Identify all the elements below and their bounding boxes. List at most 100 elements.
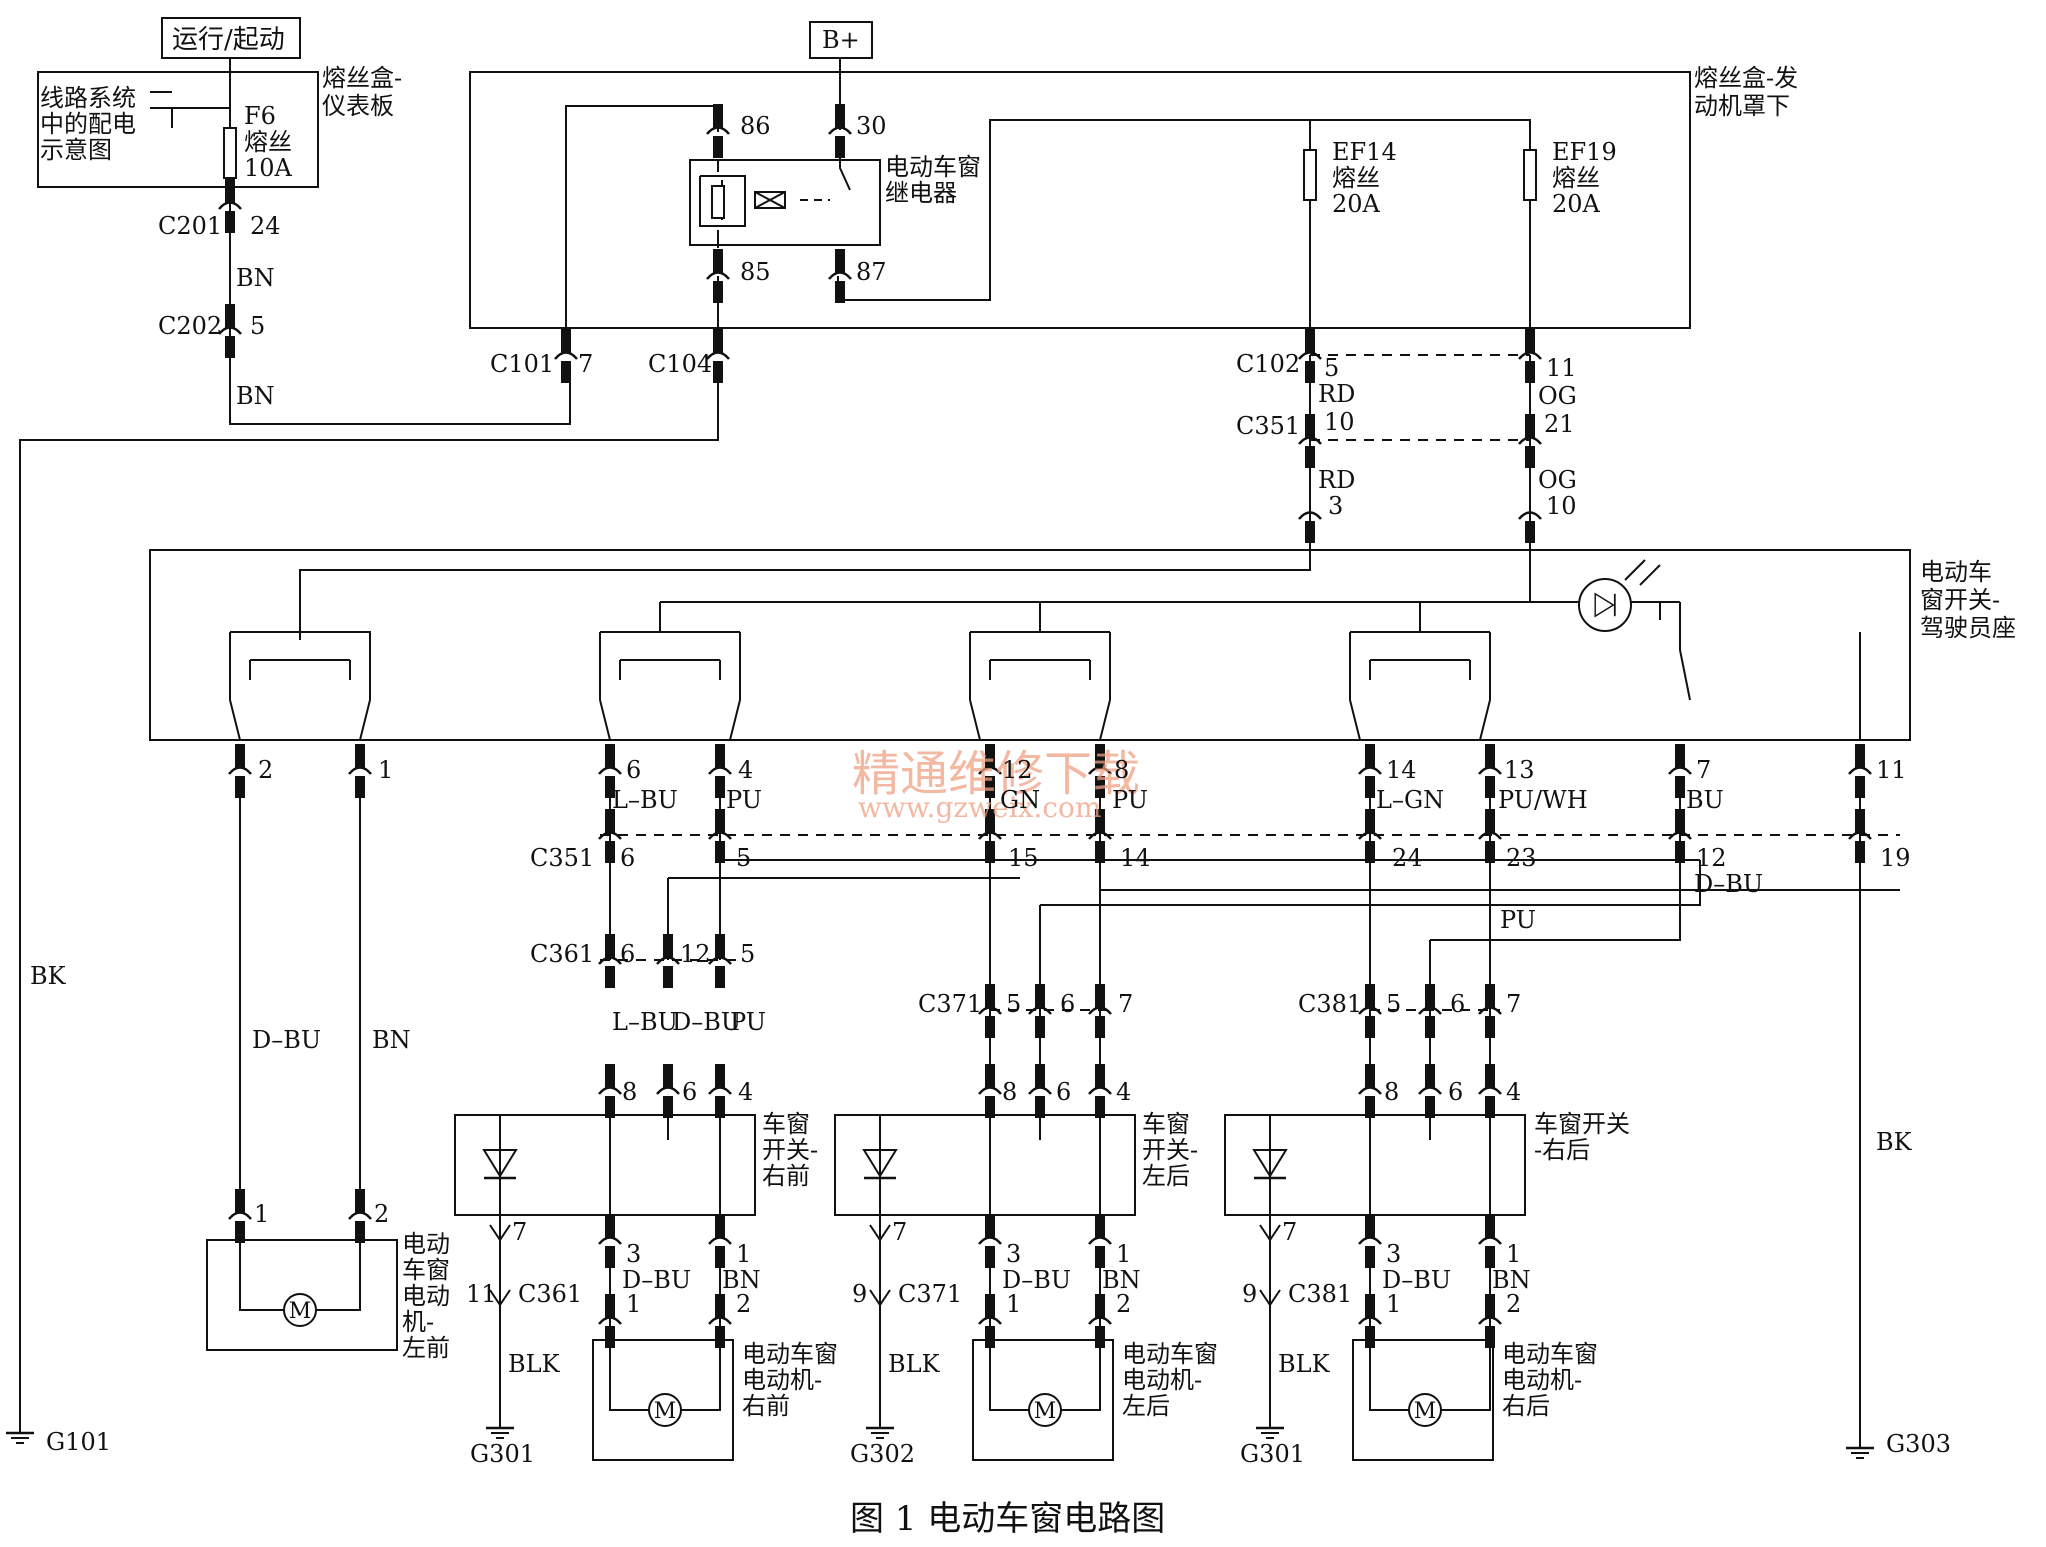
rr-gnd-conn: C381 <box>1288 1280 1352 1308</box>
ground-rr: G301 <box>1240 1440 1305 1468</box>
motor-rf-icon <box>648 1393 682 1427</box>
driver-pin: 12 <box>1002 756 1033 784</box>
wire-pu: PU <box>1112 786 1148 814</box>
lr-gnd-conn: C371 <box>898 1280 962 1308</box>
wire-gn: GN <box>1000 786 1040 814</box>
c104-label: C104 <box>648 350 712 378</box>
relay-coil-icon <box>754 191 786 209</box>
driver-switch-label-3: 驾驶员座 <box>1920 614 2016 642</box>
ground-icon <box>1254 1418 1286 1440</box>
fusebox-uh-label-1: 熔丝盒-发 <box>1694 64 1798 92</box>
ground-g101: G101 <box>46 1428 111 1456</box>
motor-lf-icon <box>283 1293 317 1327</box>
ground-lr: G302 <box>850 1440 915 1468</box>
wire-dbu: D–BU <box>1002 1266 1071 1294</box>
relay-pin-85: 85 <box>740 258 771 286</box>
c351-pin: 24 <box>1392 844 1423 872</box>
lr-gnd-conn-pin: 9 <box>852 1280 867 1308</box>
fuse-ef19-id: EF19 <box>1552 138 1617 166</box>
rf-motor-sw-pin: 1 <box>736 1240 751 1268</box>
c361-pin: 6 <box>620 940 635 968</box>
wire-dbu: D–BU <box>622 1266 691 1294</box>
rf-motor-pin: 1 <box>626 1290 641 1318</box>
rf-motor-label-1: 电动车窗 <box>742 1340 838 1368</box>
fusebox-uh-label-2: 动机罩下 <box>1694 92 1790 120</box>
lf-motor-label-4: 机- <box>402 1308 434 1336</box>
c351-pin: 14 <box>1120 844 1151 872</box>
driver-pin: 7 <box>1696 756 1711 784</box>
lf-motor-label-3: 电动 <box>402 1282 450 1310</box>
wire-lgn: L–GN <box>1376 786 1444 814</box>
driver-pin: 14 <box>1386 756 1417 784</box>
lr-switch-label-3: 左后 <box>1142 1162 1190 1190</box>
rr-motor-label-1: 电动车窗 <box>1502 1340 1598 1368</box>
c361-pin: 12 <box>680 940 711 968</box>
watermark-url: www.gzweix.com <box>858 791 1101 824</box>
rf-motor-label-3: 右前 <box>742 1392 790 1420</box>
wire-bn-2: BN <box>236 382 275 410</box>
lr-motor-pin: 2 <box>1116 1290 1131 1318</box>
fuse-f6-word: 熔丝 <box>244 128 292 156</box>
rr-motor-label-2: 电动机- <box>1502 1366 1582 1394</box>
c101-pin: 7 <box>578 350 593 378</box>
lr-sw-pin: 4 <box>1116 1078 1131 1106</box>
rf-sw-pin: 8 <box>622 1078 637 1106</box>
driver-switch-label-1: 电动车 <box>1920 558 1992 586</box>
c201-label: C201 <box>158 212 222 240</box>
rf-switch-label-1: 车窗 <box>762 1110 810 1138</box>
power-battery: B+ <box>822 26 860 54</box>
wire-dbu: D–BU <box>672 1008 741 1036</box>
relay-pin-86: 86 <box>740 112 771 140</box>
c351-pin: 6 <box>620 844 635 872</box>
ground-icon <box>4 1423 36 1445</box>
rr-motor-sw-pin: 1 <box>1506 1240 1521 1268</box>
ground-icon <box>864 1418 896 1440</box>
rr-gnd-conn-pin: 9 <box>1242 1280 1257 1308</box>
rr-motor-pin: 2 <box>1506 1290 1521 1318</box>
wire-og-1: OG <box>1538 382 1577 410</box>
lr-switch-label-2: 开关- <box>1142 1136 1198 1164</box>
lr-motor-label-2: 电动机- <box>1122 1366 1202 1394</box>
wire-og-2: OG <box>1538 466 1577 494</box>
fuse-ef14-rating: 20A <box>1332 190 1381 218</box>
lr-motor-label-3: 左后 <box>1122 1392 1170 1420</box>
c361-label: C361 <box>530 940 594 968</box>
ref-label-2: 中的配电 <box>40 110 136 138</box>
wire-blk: BLK <box>1278 1350 1331 1378</box>
c202-label: C202 <box>158 312 222 340</box>
fuse-ef19-rating: 20A <box>1552 190 1601 218</box>
wire-lbu: L–BU <box>612 786 678 814</box>
rf-motor-label-2: 电动机- <box>742 1366 822 1394</box>
watermark-title: 精通维修下载 <box>852 746 1140 802</box>
rf-sw-pin: 6 <box>682 1078 697 1106</box>
c371-pin: 5 <box>1006 990 1021 1018</box>
figure-caption: 图 1 电动车窗电路图 <box>850 1499 1165 1539</box>
lf-motor-label-5: 左前 <box>402 1334 450 1362</box>
c351-mid-label: C351 <box>530 844 594 872</box>
wire-puwh: PU/WH <box>1498 786 1588 814</box>
fuse-ef19-word: 熔丝 <box>1552 164 1600 192</box>
driver-pin: 2 <box>258 756 273 784</box>
lr-sw-pin: 6 <box>1056 1078 1071 1106</box>
rr-sw-pin: 4 <box>1506 1078 1521 1106</box>
ref-label-3: 示意图 <box>40 136 112 164</box>
fuse-ef14-word: 熔丝 <box>1332 164 1380 192</box>
c351-top-rd: 10 <box>1324 408 1355 436</box>
lr-motor-sw-pin: 1 <box>1116 1240 1131 1268</box>
c101-label: C101 <box>490 350 554 378</box>
wire-bn-lf: BN <box>372 1026 411 1054</box>
c202-pin: 5 <box>250 312 265 340</box>
c381-label: C381 <box>1298 990 1362 1018</box>
wire-lbu: L–BU <box>612 1008 678 1036</box>
c371-pin: 7 <box>1118 990 1133 1018</box>
lr-switch-label-1: 车窗 <box>1142 1110 1190 1138</box>
driver-pin: 8 <box>1114 756 1129 784</box>
fuse-f6-id: F6 <box>244 102 276 130</box>
rr-gnd-pin: 7 <box>1282 1218 1297 1246</box>
sw-og-pin: 10 <box>1546 492 1577 520</box>
c351-pin: 23 <box>1506 844 1537 872</box>
relay-pin-87: 87 <box>856 258 887 286</box>
lf-motor-label-2: 车窗 <box>402 1256 450 1284</box>
fusebox-ip-label-2: 仪表板 <box>322 92 394 120</box>
ref-label-1: 线路系统 <box>40 84 136 112</box>
